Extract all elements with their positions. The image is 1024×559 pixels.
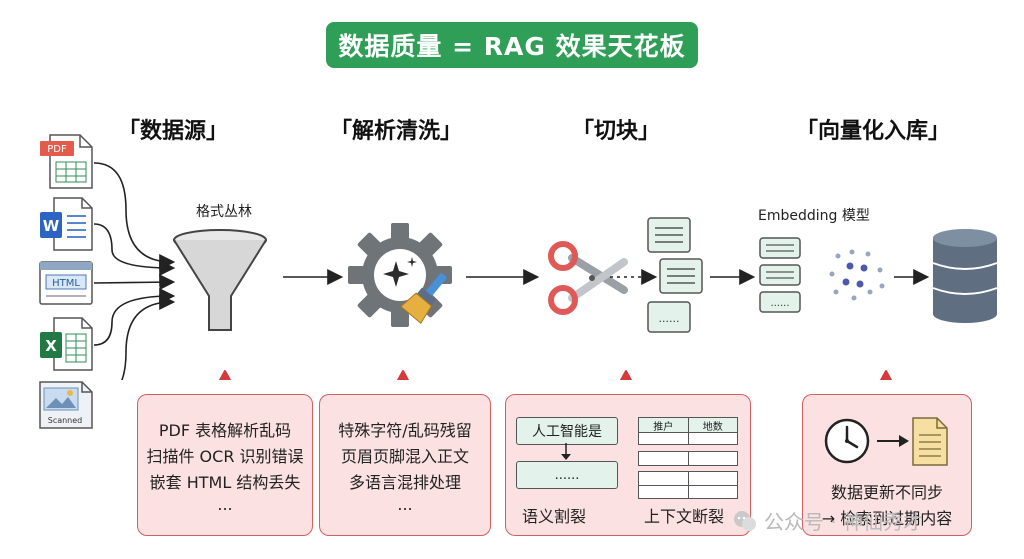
alert-icon-vector [879,370,893,380]
alert-icons [218,370,893,380]
title-text: 数据质量 = RAG 效果天花板 [338,32,686,61]
table-row [638,451,738,466]
chunk-text-box: 人工智能是 [516,417,618,445]
watermark: 公众号 · 神仙秀才 [732,506,923,535]
svg-text:W: W [43,217,60,235]
warning-box-source: PDF 表格解析乱码 扫描件 OCR 识别错误 嵌套 HTML 结构丢失 ... [137,394,313,536]
gear-brush-icon [348,223,452,327]
table-header-1: 推户 [639,418,689,433]
svg-text:X: X [45,337,57,355]
pdf-file-icon: PDF [40,134,93,189]
warning-parse-line-1: 特殊字符/乱码残留 [338,421,472,440]
warning-parse-line-2: 页眉页脚混入正文 [340,447,469,466]
warning-parse-line-4: ... [397,495,413,514]
funnel-label: 格式丛林 [196,204,252,220]
warning-vector-line-2: → 检索到过期内容 [821,509,953,528]
table-row [638,471,738,486]
warning-source-line-4: ... [217,495,233,514]
alert-icon-source [218,370,232,380]
stage-title-vector: 「向量化入库」 [796,119,951,144]
broken-table-header-row: 推户 地数 [638,417,738,433]
funnel-icon [173,229,267,331]
warning-vector-line-1: 数据更新不同步 [830,483,943,502]
warning-source-line-1: PDF 表格解析乱码 [158,421,292,440]
chunk-docs: ...... [647,217,703,333]
scissors-icon [548,241,628,315]
svg-text:......: ...... [659,312,680,325]
alert-icon-chunk [619,370,633,380]
warning-source-line-3: 嵌套 HTML 结构丢失 [149,473,301,492]
chunk-right-caption: 上下文断裂 [644,507,725,526]
warning-parse-line-3: 多语言混排处理 [348,473,461,492]
warning-source-line-2: 扫描件 OCR 识别错误 [146,447,304,466]
svg-text:......: ...... [770,298,789,309]
clock-doc-graphic [824,417,948,466]
html-icon-text: HTML [52,278,80,289]
watermark-text: 公众号 · 神仙秀才 [764,510,924,534]
table-row [638,486,738,499]
database-icon [932,229,998,323]
html-file-icon: HTML [39,261,93,305]
embedding-docs: ...... [759,237,801,313]
table-row [638,433,738,445]
warning-box-chunk: 人工智能是 ...... 语义割裂 推户 地数 上下文断裂 [505,394,751,536]
pipeline-diagram: PDF W HTML X [39,134,998,380]
stage-title-chunk: 「切块」 [572,119,661,144]
broken-table: 推户 地数 [638,417,738,499]
embedding-label: Embedding 模型 [758,208,870,224]
scanned-icon-text: Scanned [48,416,83,425]
source-arrows [93,162,176,380]
wechat-icon [734,510,756,531]
title-banner: 数据质量 = RAG 效果天花板 [326,22,698,68]
excel-file-icon: X [40,317,93,371]
stage-title-source: 「数据源」 [118,119,229,144]
scanned-file-icon: Scanned [39,381,93,429]
warning-box-parse: 特殊字符/乱码残留 页眉页脚混入正文 多语言混排处理 ... [319,394,491,536]
table-header-2: 地数 [702,422,723,433]
chunk-left-caption: 语义割裂 [522,507,587,526]
word-file-icon: W [40,197,93,251]
vector-dots-icon [829,249,885,301]
warning-box-vector: 数据更新不同步 → 检索到过期内容 [802,394,972,536]
stage-title-parse: 「解析清洗」 [330,119,463,144]
alert-icon-parse [396,370,410,380]
chunk-continuation-box: ...... [516,461,618,489]
pdf-icon-text: PDF [47,144,67,155]
chunk-down-arrow [561,443,571,460]
